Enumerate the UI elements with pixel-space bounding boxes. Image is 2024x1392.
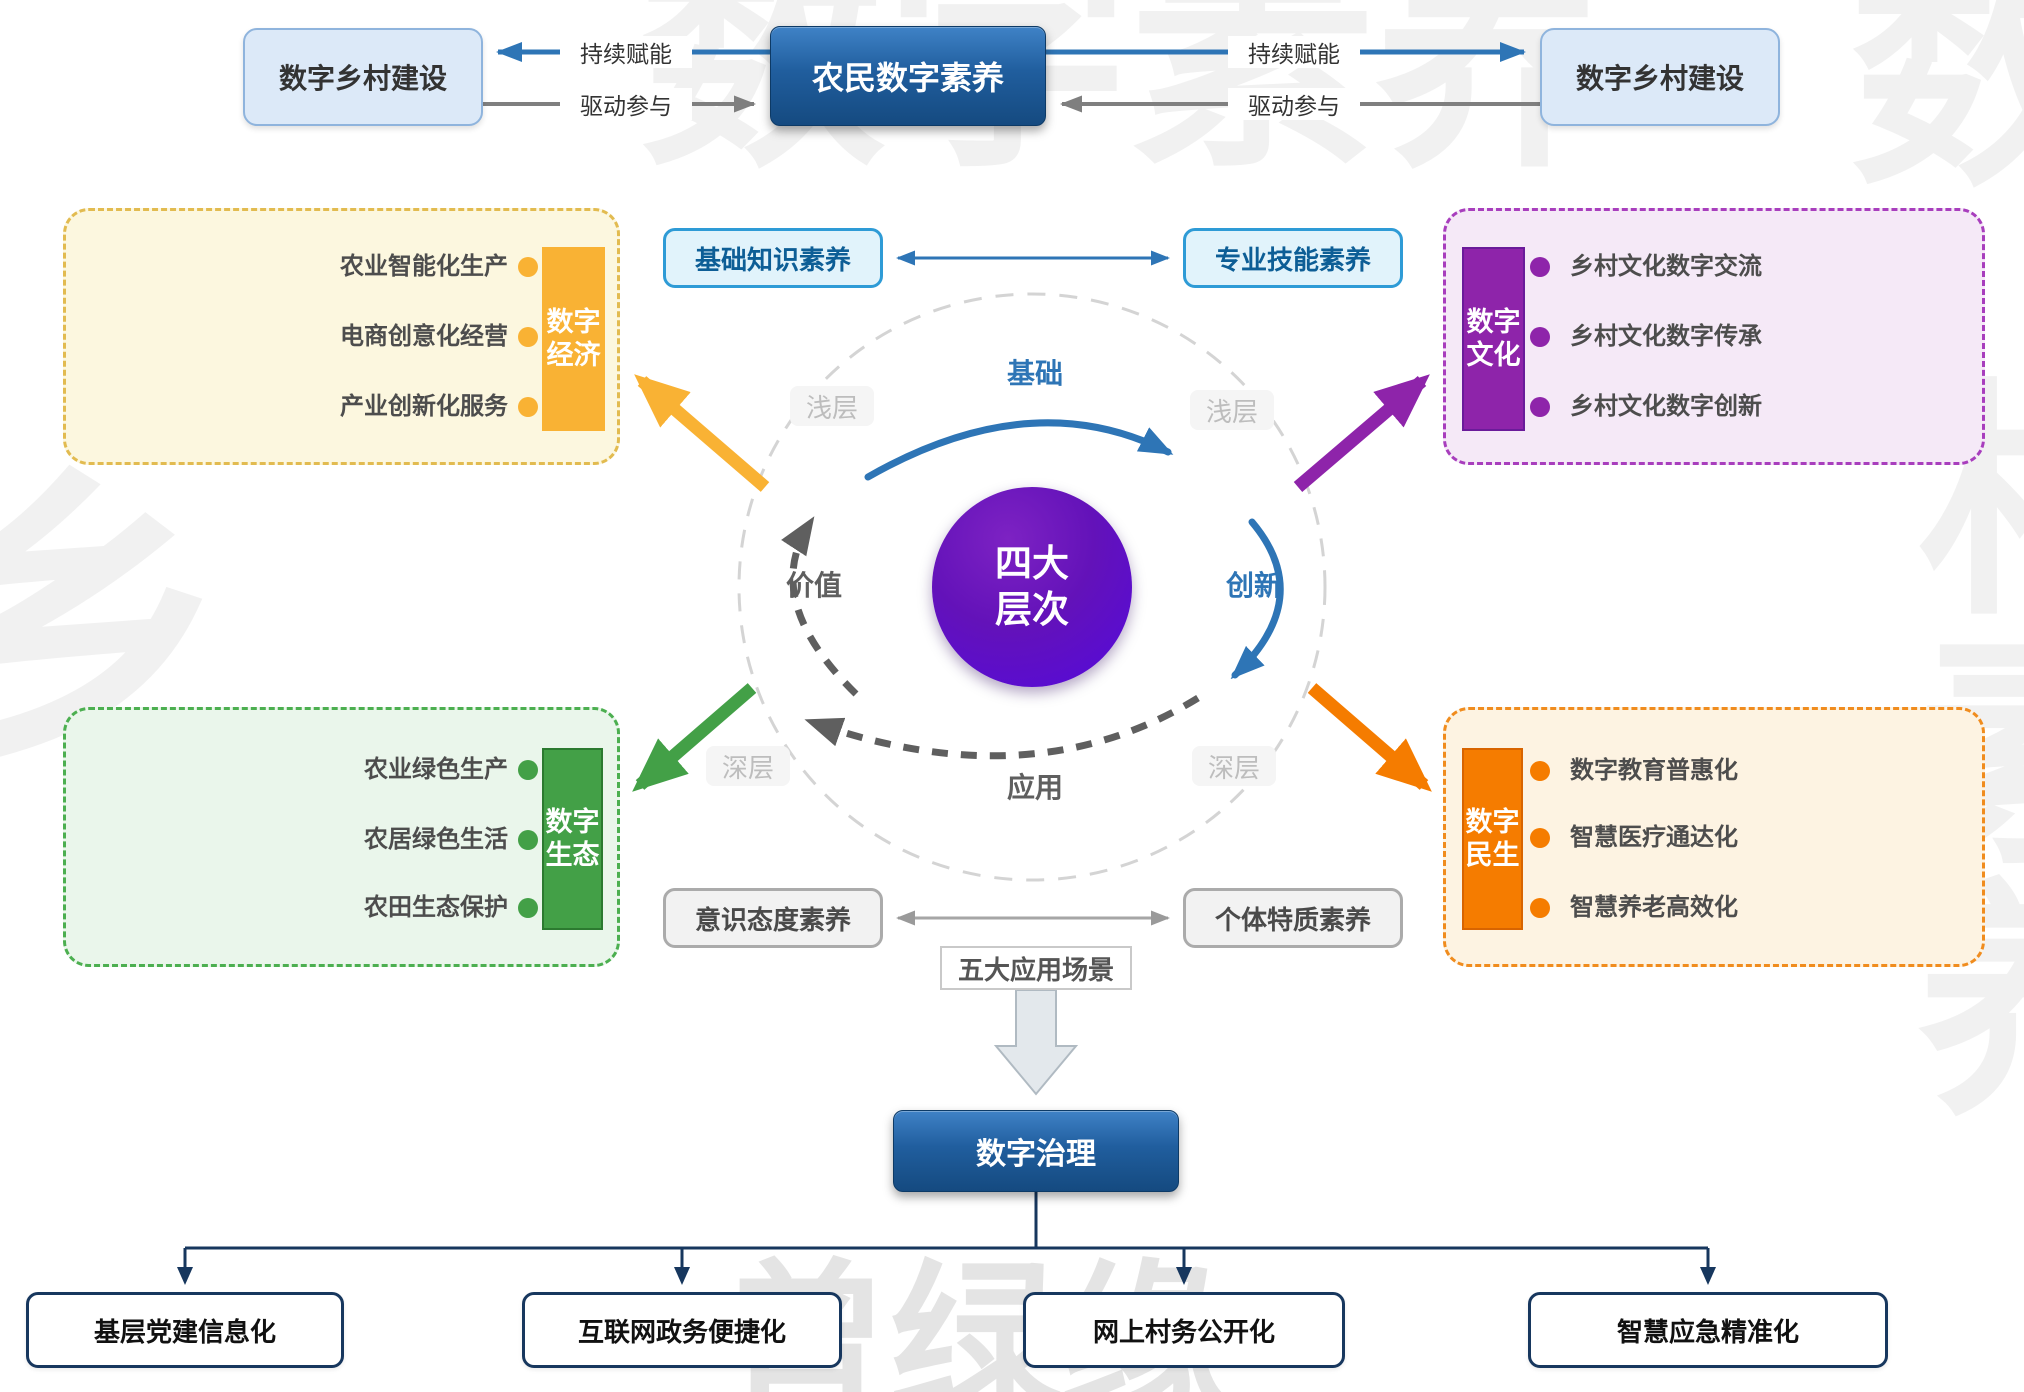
branch-village-affairs: 网上村务公开化 bbox=[1023, 1292, 1345, 1368]
digital-livelihood-bar: 数字 民生 bbox=[1462, 748, 1523, 930]
ecology-item: 农业绿色生产 bbox=[364, 756, 508, 783]
ecology-bar-line1: 数字 bbox=[545, 807, 600, 838]
livelihood-bullet-icon bbox=[1530, 828, 1550, 848]
livelihood-item: 智慧医疗通达化 bbox=[1570, 824, 1738, 851]
arc-label-application: 应用 bbox=[1006, 772, 1063, 803]
professional-skills-literacy-box: 专业技能素养 bbox=[1183, 228, 1403, 288]
economy-bullet-icon bbox=[518, 327, 538, 347]
digital-governance-box: 数字治理 bbox=[893, 1110, 1179, 1192]
shallow-layer-chip-left: 浅层 bbox=[790, 386, 874, 426]
core-line2: 层次 bbox=[995, 589, 1069, 630]
deep-layer-chip-left: 深层 bbox=[706, 746, 790, 786]
ecology-item: 农田生态保护 bbox=[364, 894, 508, 921]
arc-value bbox=[781, 516, 859, 697]
branch-smart-emergency: 智慧应急精准化 bbox=[1528, 1292, 1888, 1368]
culture-bar-line2: 文化 bbox=[1466, 340, 1521, 370]
ecology-bullet-icon bbox=[518, 830, 538, 850]
enable-label-right: 持续赋能 bbox=[1228, 36, 1360, 68]
layers-dashed-circle bbox=[737, 292, 1327, 882]
livelihood-bullet-icon bbox=[1530, 761, 1550, 781]
digital-economy-bar: 数字 经济 bbox=[542, 247, 605, 431]
arc-innovation bbox=[1230, 518, 1284, 680]
digital-village-left-box: 数字乡村建设 bbox=[243, 28, 483, 126]
block-arrow-down bbox=[993, 989, 1079, 1096]
culture-item: 乡村文化数字创新 bbox=[1570, 393, 1762, 420]
economy-item: 电商创意化经营 bbox=[340, 323, 508, 350]
enable-label-left: 持续赋能 bbox=[560, 36, 692, 68]
farmer-digital-literacy-box: 农民数字素养 bbox=[770, 26, 1046, 126]
digital-village-right-box: 数字乡村建设 bbox=[1540, 28, 1780, 126]
ecology-bullet-icon bbox=[518, 898, 538, 918]
arrow-to-ecology bbox=[632, 683, 757, 792]
five-scenes-label: 五大应用场景 bbox=[940, 946, 1132, 990]
awareness-attitude-literacy-box: 意识态度素养 bbox=[663, 888, 883, 948]
economy-bar-line2: 经济 bbox=[546, 340, 601, 370]
four-layers-core-circle: 四大 层次 bbox=[932, 487, 1132, 687]
economy-bullet-icon bbox=[518, 397, 538, 417]
arc-application bbox=[804, 695, 1200, 760]
livelihood-item: 数字教育普惠化 bbox=[1570, 757, 1738, 784]
arrow-to-livelihood bbox=[1307, 683, 1432, 792]
individual-traits-literacy-box: 个体特质素养 bbox=[1183, 888, 1403, 948]
participate-label-right: 驱动参与 bbox=[1228, 88, 1360, 120]
culture-bullet-icon bbox=[1530, 327, 1550, 347]
arc-label-value: 价值 bbox=[785, 570, 842, 601]
basic-knowledge-literacy-box: 基础知识素养 bbox=[663, 228, 883, 288]
core-line1: 四大 bbox=[995, 542, 1069, 584]
branch-party-building: 基层党建信息化 bbox=[26, 1292, 344, 1368]
economy-item: 农业智能化生产 bbox=[340, 253, 508, 280]
participate-label-left: 驱动参与 bbox=[560, 88, 692, 120]
branch-internet-gov: 互联网政务便捷化 bbox=[522, 1292, 842, 1368]
arc-label-innovation: 创新 bbox=[1225, 570, 1282, 601]
ecology-bar-line2: 生态 bbox=[545, 840, 600, 870]
arc-label-basic: 基础 bbox=[1006, 358, 1063, 389]
livelihood-item: 智慧养老高效化 bbox=[1570, 894, 1738, 921]
culture-bullet-icon bbox=[1530, 257, 1550, 277]
digital-ecology-bar: 数字 生态 bbox=[542, 748, 603, 930]
livelihood-bar-line1: 数字 bbox=[1465, 807, 1520, 838]
culture-bar-line1: 数字 bbox=[1466, 307, 1521, 338]
arrow-to-economy bbox=[634, 374, 770, 492]
culture-bullet-icon bbox=[1530, 397, 1550, 417]
economy-bullet-icon bbox=[518, 257, 538, 277]
arrow-to-culture bbox=[1293, 374, 1430, 492]
culture-item: 乡村文化数字传承 bbox=[1570, 323, 1762, 350]
livelihood-bullet-icon bbox=[1530, 898, 1550, 918]
culture-item: 乡村文化数字交流 bbox=[1570, 253, 1762, 280]
economy-item: 产业创新化服务 bbox=[340, 393, 508, 420]
ecology-bullet-icon bbox=[518, 760, 538, 780]
livelihood-bar-line2: 民生 bbox=[1465, 840, 1520, 870]
deep-layer-chip-right: 深层 bbox=[1192, 746, 1276, 786]
ecology-item: 农居绿色生活 bbox=[364, 826, 508, 853]
economy-bar-line1: 数字 bbox=[546, 307, 601, 338]
shallow-layer-chip-right: 浅层 bbox=[1190, 390, 1274, 430]
digital-culture-bar: 数字 文化 bbox=[1462, 247, 1525, 431]
arc-basic bbox=[864, 419, 1174, 481]
